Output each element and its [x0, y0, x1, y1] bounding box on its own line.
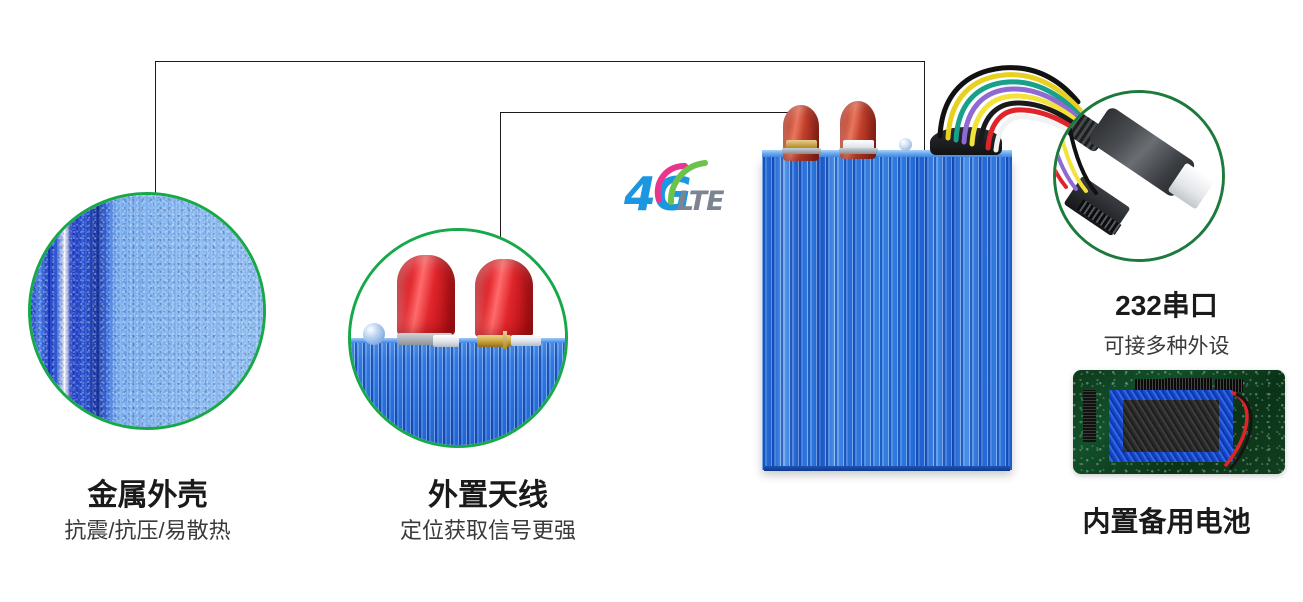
battery-cell — [1123, 400, 1219, 452]
leader-line-antenna-horizontal — [500, 112, 790, 113]
leader-line-antenna-left-down — [500, 112, 501, 330]
inset-serial-connector — [1053, 90, 1225, 262]
metal-texture-image — [31, 195, 263, 427]
device-status-led — [899, 138, 912, 151]
inset-metal-housing — [28, 192, 266, 430]
backup-battery-photo — [1073, 370, 1285, 474]
battery-negative-wire — [1228, 392, 1253, 470]
caption-title-backup-battery: 内置备用电池 — [1082, 506, 1251, 537]
inset-external-antenna — [348, 228, 568, 448]
caption-title-serial-port: 232串口 — [1115, 290, 1218, 321]
inset-led-dome — [363, 323, 385, 345]
logo-signal-arcs — [654, 160, 708, 205]
logo-lte-text: LTE — [677, 186, 725, 217]
battery-positive-wire — [1223, 390, 1249, 468]
leader-line-metal-right-down — [924, 61, 925, 213]
device-top-edge — [762, 150, 1012, 159]
leader-line-metal-left-down — [155, 61, 156, 295]
inset-antenna-left — [397, 255, 455, 337]
gps-tracker-device — [762, 157, 1012, 470]
caption-sub-serial-port: 可接多种外设 — [1103, 335, 1230, 358]
signal-arc-inner — [654, 162, 688, 203]
leader-line-metal-horizontal — [155, 61, 925, 62]
serial-connector-image — [1056, 93, 1222, 259]
caption-sub-metal-housing: 抗震/抗压/易散热 — [64, 518, 231, 543]
caption-sub-external-antenna: 定位获取信号更强 — [399, 518, 576, 543]
caption-title-external-antenna: 外置天线 — [428, 479, 548, 512]
inset-antenna-right — [475, 259, 533, 339]
signal-arc-outer — [667, 160, 708, 205]
device-bottom-edge — [764, 466, 1010, 471]
antenna-closeup-image — [351, 231, 565, 445]
caption-title-metal-housing: 金属外壳 — [87, 479, 208, 512]
